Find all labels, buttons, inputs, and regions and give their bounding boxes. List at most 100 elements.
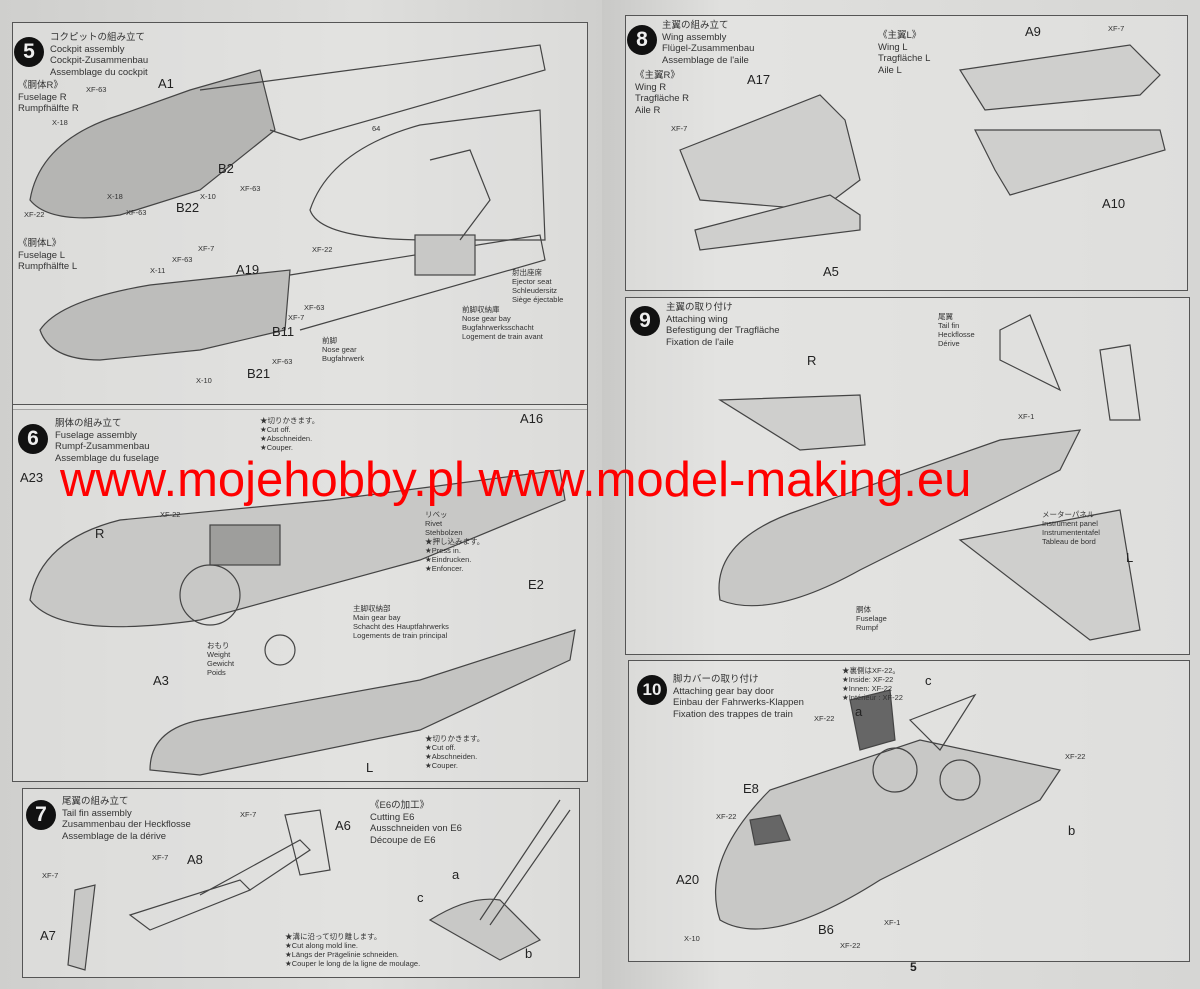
- t: Zusammenbau der Heckflosse: [62, 819, 191, 830]
- t: 胴体: [856, 605, 871, 614]
- t: 尾翼の組み立て: [62, 796, 129, 807]
- paint-code: XF-7: [152, 853, 169, 862]
- part-label: A9: [1025, 24, 1041, 39]
- part-label: c: [417, 890, 424, 905]
- paint-code: X-11: [150, 266, 166, 275]
- t: Fuselage L: [18, 249, 66, 261]
- t: ★切りかきます。: [425, 734, 485, 743]
- paint-code: XF-7: [42, 871, 59, 880]
- t: Einbau der Fahrwerks-Klappen: [673, 697, 804, 708]
- t: Gewicht: [207, 659, 235, 668]
- paint-code: XF-22: [716, 812, 737, 821]
- part-label: A23: [20, 470, 44, 485]
- t: ★Cut off.: [425, 743, 456, 752]
- t: Assemblage de l'aile: [662, 54, 749, 66]
- t: Tragfläche L: [878, 53, 931, 64]
- t: Main gear bay: [353, 613, 401, 622]
- part-label: A19: [236, 262, 260, 277]
- t: Assemblage de la dérive: [62, 830, 167, 842]
- t: Fuselage: [856, 614, 887, 623]
- t: Bugfahrwerksschacht: [462, 323, 534, 332]
- paint-code: X-18: [107, 192, 123, 201]
- paint-code: XF-7: [288, 313, 305, 322]
- t: Tail fin assembly: [62, 807, 132, 819]
- mold-line-note: ★溝に沿って切り離します。★Cut along mold line.★Längs…: [285, 932, 420, 968]
- title-de: Cockpit-Zusammenbau: [50, 55, 149, 66]
- part-label: A8: [187, 852, 203, 867]
- t: Instrument panel: [1042, 519, 1098, 528]
- t: Rumpf-Zusammenbau: [55, 441, 150, 452]
- t: 《主翼R》: [635, 70, 680, 81]
- t: ★Intérieur : XF-22: [842, 693, 903, 702]
- part-label: E8: [743, 781, 759, 796]
- paint-code: XF-22: [1065, 752, 1086, 761]
- t: Nose gear: [322, 345, 357, 354]
- t: Schleudersitz: [512, 286, 558, 295]
- part-label: 64: [372, 124, 381, 133]
- t: 脚カバーの取り付け: [673, 674, 759, 685]
- t: 《主翼L》: [878, 30, 922, 41]
- cut-off-note-2: ★切りかきます。★Cut off.★Abschneiden.★Couper.: [425, 734, 484, 770]
- paint-code: XF-63: [126, 208, 147, 217]
- step5-fuselage-r-drawing: [29, 44, 546, 361]
- t: Fuselage R: [18, 91, 67, 103]
- t: 《E6の加工》: [370, 800, 430, 811]
- step-6-number: 6: [18, 424, 48, 454]
- t: 《胴体R》: [18, 80, 63, 91]
- paint-code: XF-63: [172, 255, 193, 264]
- t: Wing L: [878, 41, 908, 53]
- paint-code: XF-63: [240, 184, 261, 193]
- t: Ejector seat: [512, 277, 552, 286]
- paint-code: XF-1: [1018, 412, 1035, 421]
- paint-code: XF-63: [86, 85, 107, 94]
- t: Heckflosse: [938, 330, 975, 339]
- t: Fixation de l'aile: [666, 336, 734, 348]
- t: ★Eindrucken.: [425, 555, 472, 564]
- t: Rivet: [425, 519, 443, 528]
- part-label: A16: [520, 411, 544, 426]
- part-label: A17: [747, 72, 771, 87]
- part-label: b: [1068, 823, 1076, 838]
- part-label: A6: [335, 818, 351, 833]
- t: 主翼の組み立て: [662, 20, 729, 31]
- t: Rumpf: [856, 623, 879, 632]
- paint-code: X-18: [52, 118, 68, 127]
- t: Découpe de E6: [370, 834, 436, 846]
- t: ★Längs der Prägelinie schneiden.: [285, 950, 399, 959]
- t: Attaching gear bay door: [673, 685, 774, 697]
- t: Siège éjectable: [512, 295, 564, 304]
- title-fr: Assemblage du cockpit: [50, 66, 148, 78]
- t: メーターパネル: [1042, 510, 1095, 519]
- t: 胴体の組み立て: [55, 418, 122, 429]
- paint-code: XF-63: [304, 303, 325, 312]
- step-8-number: 8: [627, 25, 657, 55]
- paint-code: XF-1: [884, 918, 901, 927]
- t: Nose gear bay: [462, 314, 511, 323]
- part-label: A3: [153, 673, 169, 688]
- t: ★Cut along mold line.: [285, 941, 359, 950]
- step7-drawing: [67, 799, 571, 971]
- step-5-number: 5: [14, 37, 44, 67]
- paint-code: XF-22: [814, 714, 835, 723]
- part-label: A20: [676, 872, 700, 887]
- part-label: B21: [247, 366, 271, 381]
- paint-code: XF-7: [671, 124, 688, 133]
- page-number: 5: [910, 960, 917, 974]
- t: Weight: [207, 650, 231, 659]
- cut-off-note: ★切りかきます。★Cut off.★Abschneiden.★Couper.: [260, 416, 319, 452]
- t: 尾翼: [938, 312, 953, 321]
- t: Flügel-Zusammenbau: [662, 43, 755, 54]
- t: Poids: [207, 668, 226, 677]
- t: Tragfläche R: [635, 93, 690, 104]
